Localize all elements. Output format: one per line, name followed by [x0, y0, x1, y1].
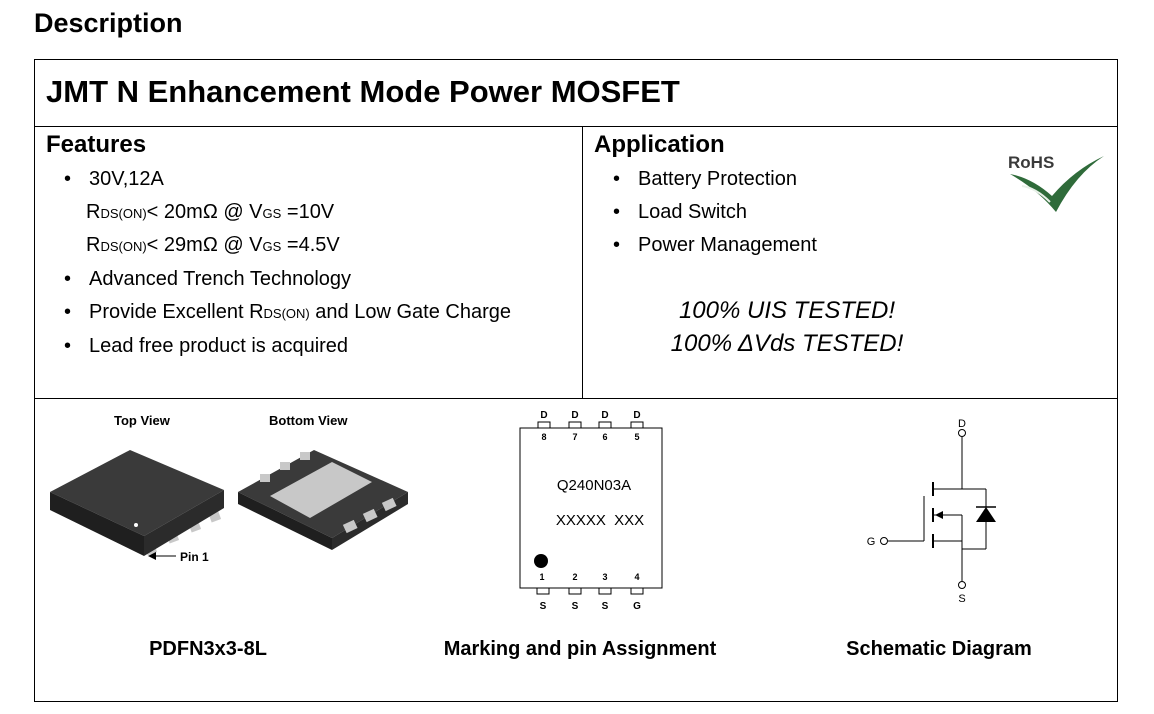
- pin1-label: Pin 1: [180, 550, 209, 564]
- bottom-view-label: Bottom View: [269, 413, 348, 428]
- uis-tested-note: 100% UIS TESTED!: [678, 297, 896, 324]
- pin-name-label: D: [633, 410, 640, 421]
- rds-spec-4v5: RDS(ON)< 29mΩ @ VGS =4.5V: [86, 234, 340, 256]
- pin-name-label: S: [602, 601, 609, 612]
- bullet-icon: •: [64, 268, 72, 290]
- part-number-text: Q240N03A: [557, 477, 631, 494]
- divider: [34, 126, 1118, 127]
- mosfet-schematic: D G S: [867, 418, 996, 605]
- description-frame: [34, 59, 1118, 702]
- feature-item: • Advanced Trench Technology: [64, 268, 352, 290]
- features-title: Features: [46, 131, 147, 158]
- schematic-caption: Schematic Diagram: [846, 638, 1032, 660]
- pin-name-label: S: [572, 601, 579, 612]
- marking-caption: Marking and pin Assignment: [443, 638, 717, 660]
- dvds-tested-note: 100% ΔVds TESTED!: [670, 330, 904, 357]
- package-top-view-icon: [50, 450, 224, 560]
- feature-item: • Provide Excellent RDS(ON) and Low Gate…: [64, 301, 511, 323]
- pin-number-label: 7: [572, 432, 577, 442]
- marking-diagram: D D D D 8 7 6 5 Q240N03A XXXXX XXX 1 2 3…: [519, 410, 663, 612]
- top-view-label: Top View: [114, 413, 170, 428]
- pin-number-label: 6: [602, 432, 607, 442]
- pin-number-label: 2: [572, 572, 577, 582]
- bullet-icon: •: [64, 335, 72, 357]
- application-item: • Load Switch: [613, 201, 747, 223]
- pin1-dot-icon: [534, 554, 548, 568]
- application-title: Application: [594, 131, 725, 158]
- bullet-icon: •: [64, 301, 72, 323]
- pin-number-label: 8: [541, 432, 546, 442]
- package-bottom-view-icon: [238, 450, 408, 550]
- application-item: • Power Management: [613, 234, 817, 256]
- product-title: JMT N Enhancement Mode Power MOSFET: [46, 74, 680, 109]
- feature-item: • 30V,12A: [64, 168, 164, 190]
- pin-number-label: 3: [602, 572, 607, 582]
- bullet-icon: •: [613, 168, 621, 190]
- bullet-icon: •: [613, 234, 621, 256]
- source-label: S: [958, 593, 965, 605]
- pin-name-label: S: [540, 601, 547, 612]
- pin-name-label: D: [540, 410, 547, 421]
- pin-name-label: D: [601, 410, 608, 421]
- pin-name-label: D: [571, 410, 578, 421]
- drain-label: D: [958, 418, 966, 430]
- application-item: • Battery Protection: [613, 168, 797, 190]
- pin-number-label: 1: [539, 572, 544, 582]
- gate-label: G: [867, 536, 876, 548]
- svg-text:RoHS: RoHS: [1008, 153, 1054, 172]
- date-code-text: XXXXX XXX: [556, 512, 644, 529]
- section-heading: Description: [34, 8, 183, 38]
- rds-spec-10v: RDS(ON)< 20mΩ @ VGS =10V: [86, 201, 335, 223]
- pin-name-label: G: [633, 601, 641, 612]
- divider: [34, 398, 1118, 399]
- bullet-icon: •: [64, 168, 72, 190]
- rohs-logo-icon: RoHS: [1008, 153, 1104, 212]
- pin-number-label: 5: [634, 432, 639, 442]
- package-caption: PDFN3x3-8L: [149, 638, 267, 660]
- bullet-icon: •: [613, 201, 621, 223]
- divider: [582, 126, 583, 399]
- feature-item: • Lead free product is acquired: [64, 335, 349, 357]
- pin-number-label: 4: [634, 572, 639, 582]
